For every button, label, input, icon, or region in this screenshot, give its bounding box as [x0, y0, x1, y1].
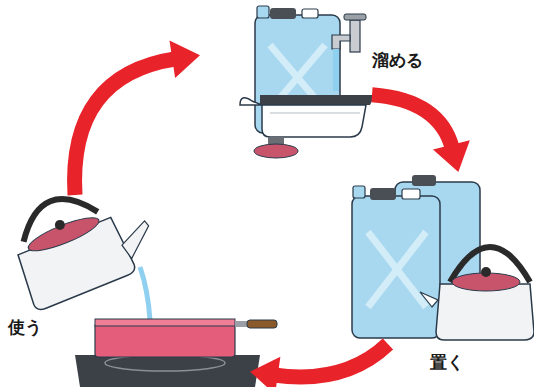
arrow-shaft: [372, 95, 452, 149]
arrow-head: [250, 357, 280, 387]
cycle-arrow: [372, 95, 470, 172]
arrow-head: [169, 41, 200, 79]
stage-node: 使う: [0, 195, 250, 387]
stage-label: 置く: [430, 352, 464, 372]
stage-node: 溜める: [200, 5, 372, 157]
stage-node: 置く: [340, 172, 534, 344]
cycle-arrow: [250, 344, 388, 387]
filling-illustration: [240, 6, 375, 158]
stage-label: 溜める: [372, 50, 423, 70]
cycle-arrow: [75, 41, 200, 195]
arrow-shaft: [75, 59, 177, 195]
arrow-shaft: [274, 344, 388, 377]
stage-label: 使う: [8, 317, 42, 337]
using-illustration: [0, 171, 277, 387]
storage-illustration: [352, 175, 534, 340]
arrow-head: [433, 140, 470, 172]
